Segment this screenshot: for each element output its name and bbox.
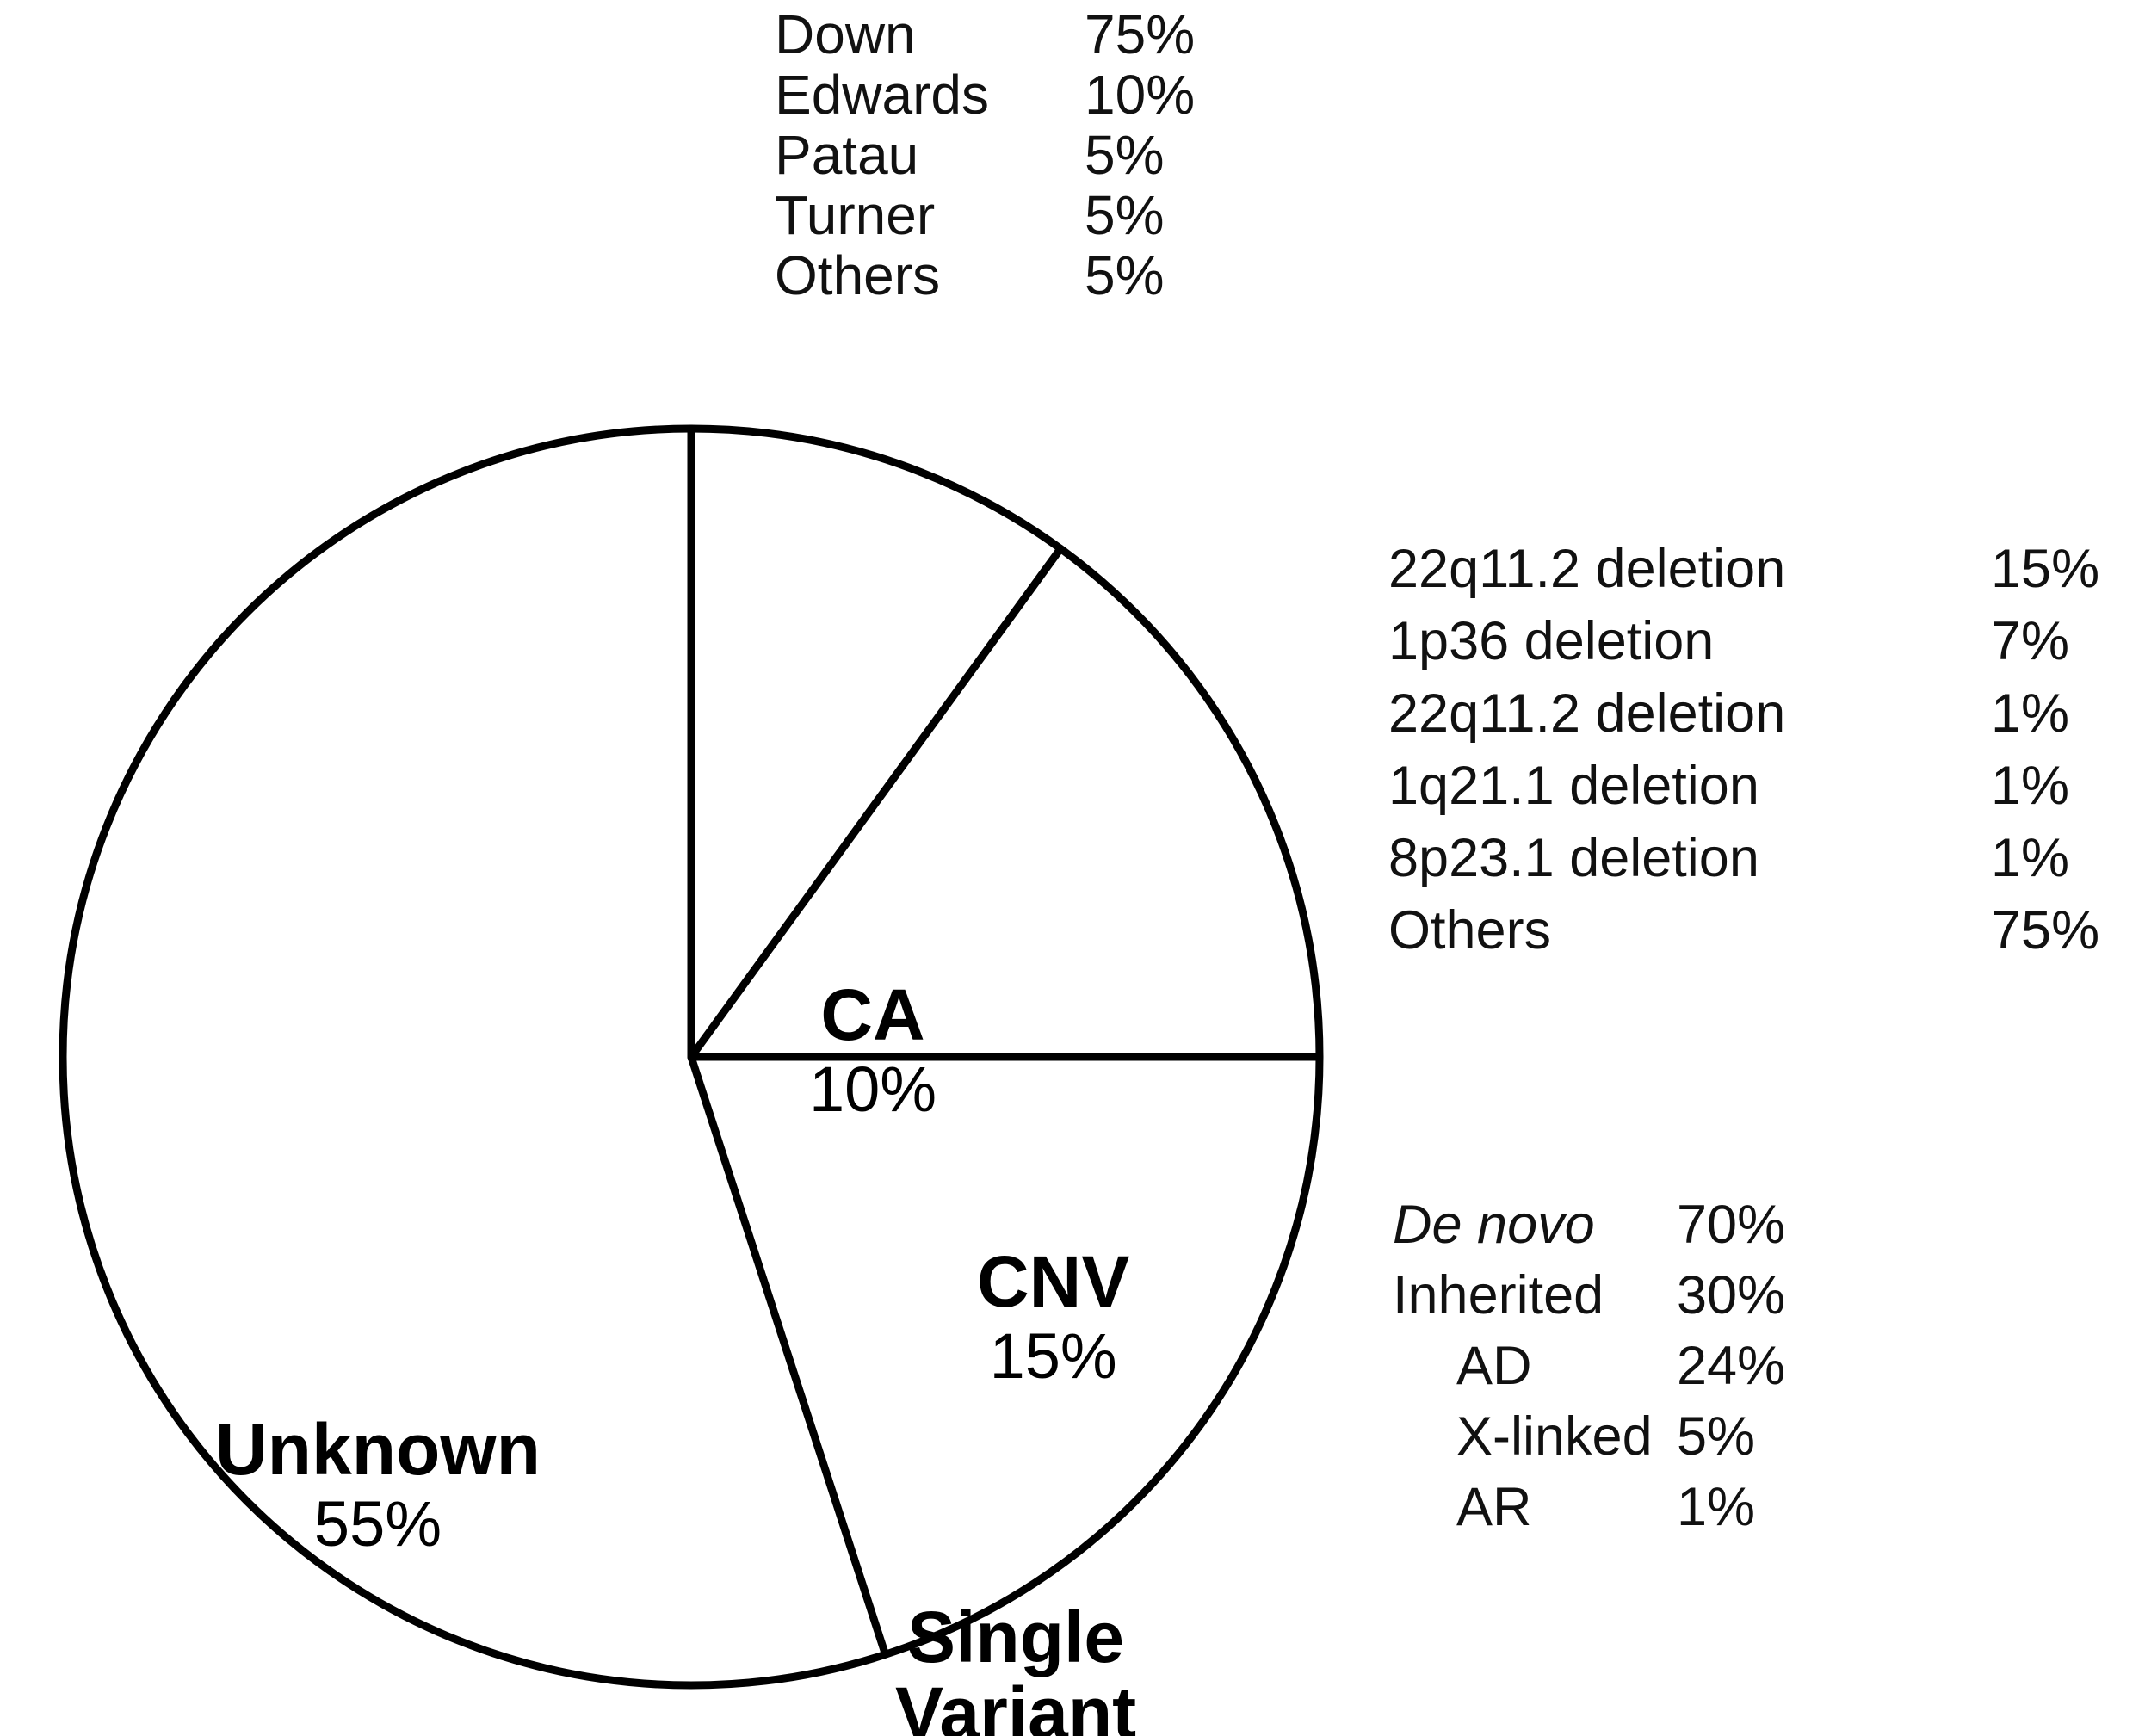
row-label: De novo (1393, 1195, 1595, 1255)
row-value: 30% (1677, 1265, 1786, 1325)
slice-name: Unknown (215, 1409, 541, 1490)
pie-chart: CA 10% CNV 15% Single Variant 20% Unknow… (52, 413, 1343, 1736)
row-value: 5% (1677, 1406, 1756, 1467)
row-value: 75% (1085, 3, 1196, 65)
table-row: Others 5% (775, 248, 1257, 308)
row-label: 1p36 deletion (1388, 611, 1715, 671)
row-label: Turner (775, 184, 936, 246)
pie-divider-line (687, 544, 1065, 1061)
slice-label-ca: CA 10% (809, 977, 937, 1126)
slice-percent: 15% (989, 1320, 1117, 1393)
slice-percent: 55% (313, 1488, 442, 1560)
table-row: X-linked 5% (1393, 1410, 1849, 1480)
row-label: 22q11.2 deletion (1388, 539, 1786, 599)
pie-slice-dividers (687, 424, 1324, 1659)
table-row: Down 75% (775, 7, 1257, 67)
inheritance-breakdown-table: De novo 70% Inherited 30% AD 24% X-linke… (1393, 1198, 1849, 1551)
table-row: 1q21.1 deletion 1% (1388, 759, 2145, 831)
table-row: AR 1% (1393, 1480, 1849, 1551)
row-label: AD (1456, 1336, 1532, 1396)
table-row: 22q11.2 deletion 1% (1388, 687, 2145, 759)
row-label: Patau (775, 124, 919, 186)
slice-label-single-variant: Single Variant 20% (895, 1599, 1136, 1736)
row-label: 1q21.1 deletion (1388, 756, 1759, 816)
row-value: 1% (1677, 1477, 1756, 1537)
row-label: Edwards (775, 64, 989, 126)
table-row: 1p36 deletion 7% (1388, 615, 2145, 687)
row-value: 5% (1085, 124, 1165, 186)
row-value: 24% (1677, 1336, 1786, 1396)
row-value: 1% (1991, 756, 2070, 816)
ca-breakdown-table: Down 75% Edwards 10% Patau 5% Turner 5% … (775, 7, 1257, 308)
slice-label-unknown: Unknown 55% (215, 1412, 541, 1560)
row-label: Others (775, 244, 941, 306)
row-value: 5% (1085, 184, 1165, 246)
table-row: 22q11.2 deletion 15% (1388, 542, 2145, 615)
row-label: Inherited (1393, 1265, 1604, 1325)
table-row: Others 75% (1388, 904, 2145, 976)
slice-label-cnv: CNV 15% (977, 1244, 1129, 1393)
slice-percent: 10% (809, 1053, 937, 1126)
cnv-breakdown-table: 22q11.2 deletion 15% 1p36 deletion 7% 22… (1388, 542, 2145, 976)
row-value: 1% (1991, 828, 2070, 888)
row-value: 75% (1991, 900, 2100, 961)
slice-name: CA (820, 974, 925, 1055)
row-label: X-linked (1456, 1406, 1653, 1467)
row-label: 22q11.2 deletion (1388, 683, 1786, 744)
pie-svg (59, 424, 1324, 1690)
row-label: Others (1388, 900, 1552, 961)
table-row: Inherited 30% (1393, 1269, 1849, 1339)
row-value: 5% (1085, 244, 1165, 306)
row-value: 10% (1085, 64, 1196, 126)
table-row: Edwards 10% (775, 67, 1257, 127)
row-value: 70% (1677, 1195, 1786, 1255)
row-value: 15% (1991, 539, 2100, 599)
pie-divider-line (687, 1053, 890, 1659)
row-label: Down (775, 3, 916, 65)
table-row: AD 24% (1393, 1339, 1849, 1410)
row-label: AR (1456, 1477, 1532, 1537)
row-value: 7% (1991, 611, 2070, 671)
slice-name: CNV (977, 1241, 1130, 1322)
table-row: 8p23.1 deletion 1% (1388, 831, 2145, 904)
slice-name-line2: Variant (895, 1672, 1137, 1736)
table-row: Turner 5% (775, 188, 1257, 248)
table-row: De novo 70% (1393, 1198, 1849, 1269)
slice-name-line1: Single (907, 1597, 1125, 1677)
row-value: 1% (1991, 683, 2070, 744)
row-label: 8p23.1 deletion (1388, 828, 1759, 888)
table-row: Patau 5% (775, 127, 1257, 188)
